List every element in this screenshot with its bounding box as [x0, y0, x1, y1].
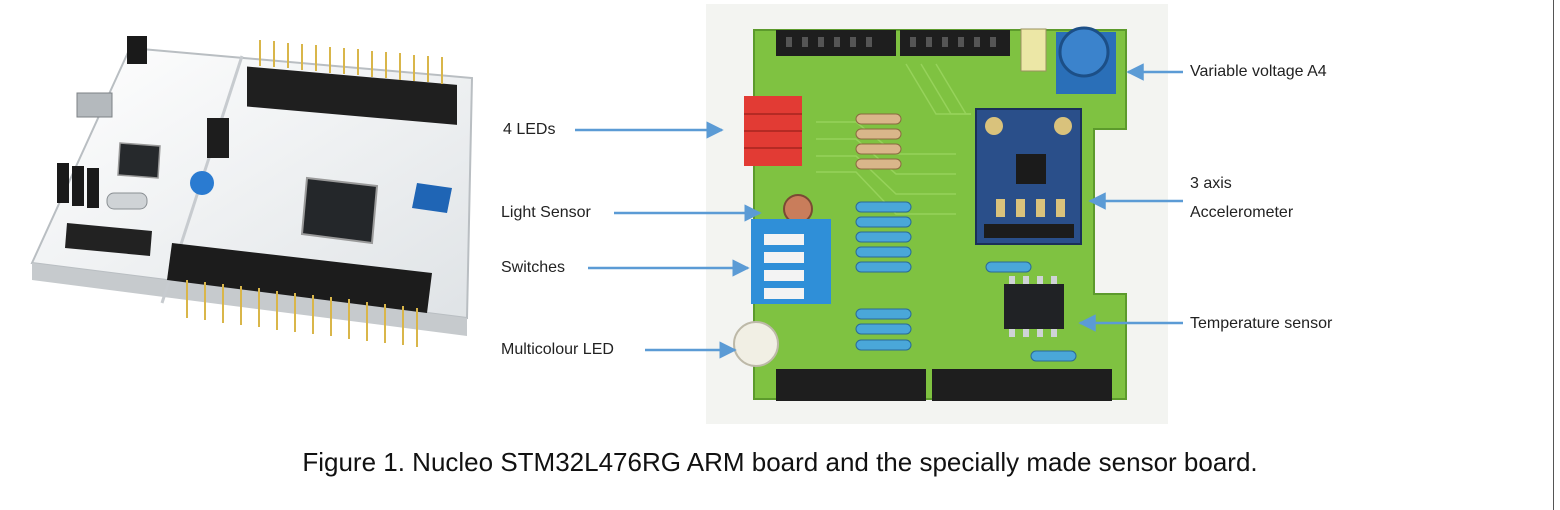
sensor-board-image	[706, 4, 1168, 424]
page-border	[1553, 0, 1554, 510]
label-multicolour-led: Multicolour LED	[501, 341, 614, 358]
label-light-sensor: Light Sensor	[501, 204, 591, 221]
label-accelerometer-line1: 3 axis	[1190, 175, 1232, 192]
nucleo-board-image	[30, 36, 474, 347]
figure-caption: Figure 1. Nucleo STM32L476RG ARM board a…	[302, 447, 1258, 477]
label-switches: Switches	[501, 259, 566, 276]
label-4-leds: 4 LEDs	[503, 121, 556, 138]
label-accelerometer-line2: Accelerometer	[1190, 204, 1294, 221]
label-variable-voltage: Variable voltage A4	[1190, 63, 1327, 80]
label-temperature-sensor: Temperature sensor	[1190, 315, 1333, 332]
